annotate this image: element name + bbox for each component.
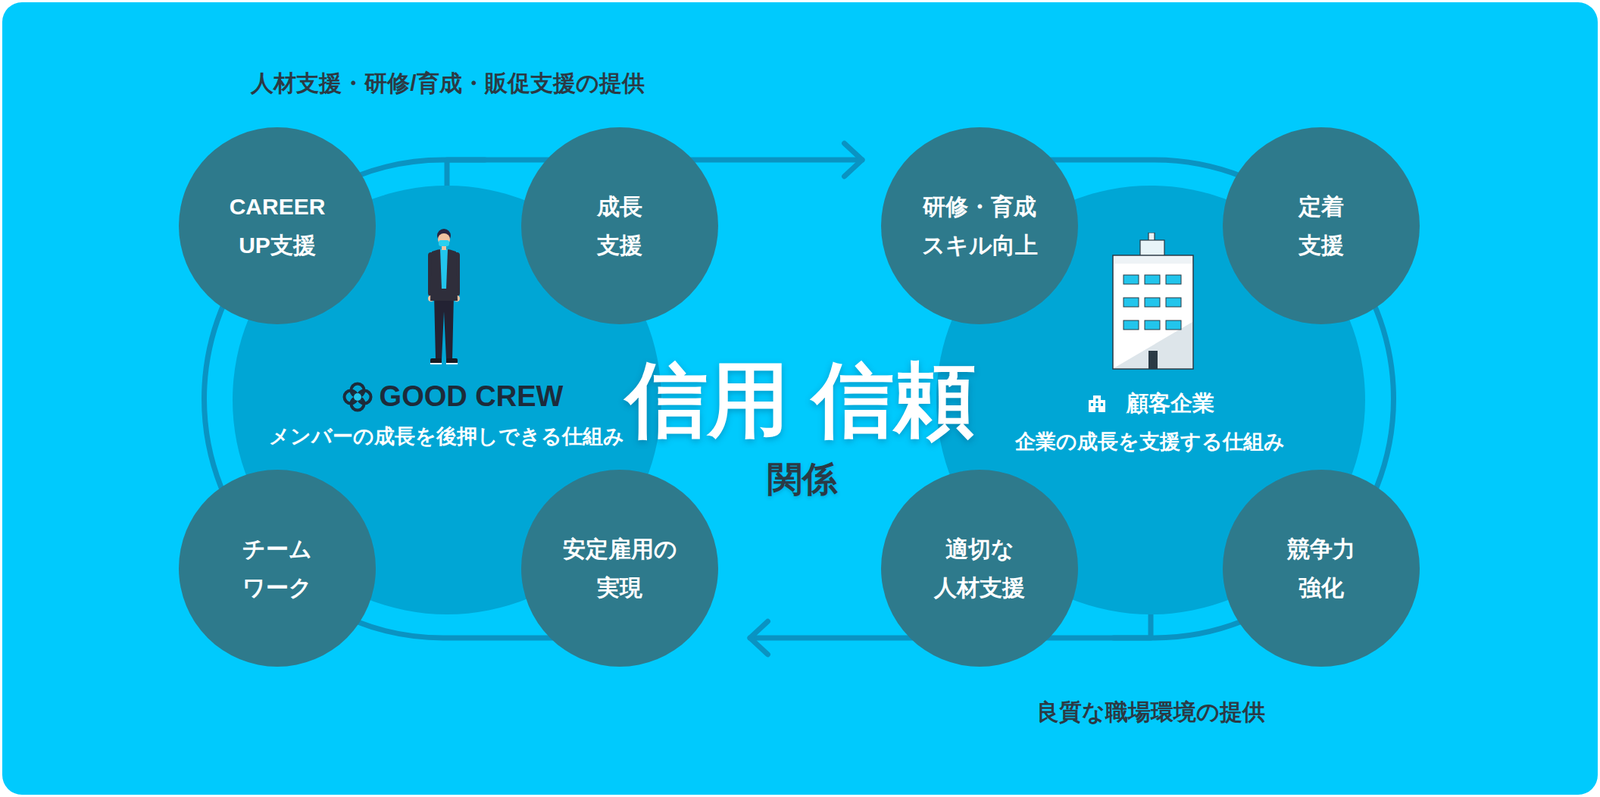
circle-shape (881, 469, 1079, 667)
circle-label: 適切な 人材支援 (930, 529, 1029, 607)
window (1144, 297, 1160, 307)
door (1148, 350, 1158, 369)
feature-circle: 安定雇用の 実現 (521, 469, 719, 667)
window (1123, 275, 1139, 285)
logo-icon (340, 379, 375, 415)
roof-band (1113, 256, 1193, 264)
company-icon (1086, 392, 1108, 414)
feature-circle: 研修・育成 スキル向上 (881, 127, 1079, 325)
arrow-head (750, 621, 768, 655)
window (1165, 275, 1182, 285)
circle-label: 研修・育成 スキル向上 (915, 187, 1044, 265)
company-icon-shape (1088, 395, 1106, 413)
circle-fill (1222, 469, 1420, 667)
window (1165, 297, 1182, 307)
center-title: 信用 信頼 (625, 355, 976, 446)
feature-circle: 競争力 強化 (1222, 469, 1420, 667)
flow-label: 良質な職場環境の提供 (1036, 698, 1266, 726)
logo-text: GOOD CREW (379, 379, 564, 415)
shoe (430, 358, 442, 364)
circle-fill (521, 127, 719, 325)
shoe (446, 358, 458, 364)
circle-label: 成長 支援 (589, 187, 650, 265)
jacket (430, 249, 458, 302)
tower (1140, 240, 1165, 257)
circle-label: 定着 支援 (1290, 187, 1352, 265)
circle-shape (1222, 469, 1420, 667)
circle-fill (521, 469, 719, 667)
icon-window (1096, 403, 1099, 407)
windows (1123, 275, 1182, 330)
circle-shape (881, 127, 1079, 325)
feature-circle: CAREER UP支援 (178, 127, 376, 325)
center-subtitle: 関係 (767, 459, 838, 499)
feature-circle: 適切な 人材支援 (881, 469, 1079, 667)
window (1123, 320, 1139, 330)
window (1123, 297, 1139, 307)
circle-fill (178, 127, 376, 325)
icon-door (1095, 407, 1099, 413)
circle-label: 安定雇用の 実現 (555, 529, 685, 607)
mask (438, 240, 450, 247)
window (1144, 320, 1160, 330)
person-illustration (420, 226, 468, 366)
icon-window (1090, 403, 1094, 407)
circle-shape (178, 469, 376, 667)
sole (446, 362, 458, 365)
circle-shape (178, 127, 376, 325)
feature-circle: 成長 支援 (521, 127, 719, 325)
clover-center (353, 393, 362, 401)
circle-fill (1222, 127, 1420, 325)
face (437, 233, 450, 246)
circle-fill (178, 469, 376, 667)
flow-label: 人材支援・研修/育成・販促支援の提供 (250, 69, 644, 97)
arrow-head (844, 143, 863, 177)
circle-label: 競争力 強化 (1279, 529, 1363, 607)
circle-shape (521, 127, 719, 325)
circle-shape (1222, 127, 1420, 325)
pants (434, 294, 454, 360)
node-heading: 顧客企業 (1126, 390, 1215, 417)
circle-shape (521, 469, 719, 667)
window (1165, 320, 1182, 330)
sole (430, 362, 442, 365)
icon-window (1100, 403, 1104, 407)
shirt (440, 249, 448, 289)
circle-fill (881, 469, 1079, 667)
circle-label: チーム ワーク (235, 529, 319, 607)
feature-circle: チーム ワーク (178, 469, 376, 667)
feature-circle: 定着 支援 (1222, 127, 1420, 325)
icon-window (1096, 398, 1099, 402)
building-illustration (1106, 232, 1200, 370)
node-subtitle: 企業の成長を支援する仕組み (1015, 429, 1285, 454)
window (1144, 275, 1160, 285)
node-subtitle: メンバーの成長を後押しできる仕組み (268, 424, 625, 449)
circle-label: CAREER UP支援 (212, 187, 342, 265)
circle-fill (881, 127, 1079, 325)
building-body (1112, 255, 1194, 369)
antenna (1148, 232, 1155, 241)
